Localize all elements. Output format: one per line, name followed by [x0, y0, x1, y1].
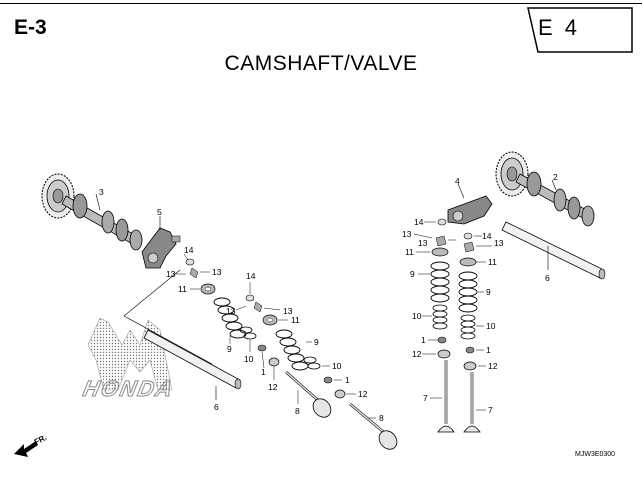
right-valve-train-a: [430, 218, 455, 433]
left-valve-spring-a: [213, 297, 247, 339]
callout-8-left-a: 8: [295, 406, 300, 416]
callout-13-left-c: 13: [283, 306, 293, 316]
callout-14-left-a: 14: [184, 245, 194, 255]
left-valve-a: [285, 371, 332, 418]
callout-14-right-a: 14: [414, 217, 424, 227]
honda-watermark: HONDA: [80, 317, 177, 401]
callout-10-left-a: 10: [244, 354, 254, 364]
callout-13-right-c: 13: [494, 238, 504, 248]
callout-1-left-a: 1: [261, 367, 266, 377]
callout-10-left-b: 10: [332, 361, 342, 371]
callout-9-left-a: 9: [227, 344, 232, 354]
page-label: E 4: [538, 15, 581, 40]
callout-12-right-b: 12: [488, 361, 498, 371]
right-valve-train-b: [458, 232, 481, 433]
callout-9-left-b: 9: [314, 337, 319, 347]
callout-11-left-b: 11: [291, 315, 300, 325]
page-tab: [527, 7, 633, 53]
callout-13-left-a: 13: [212, 267, 222, 277]
page-title: CAMSHAFT/VALVE: [224, 52, 418, 75]
left-valve-spring-b: [275, 329, 309, 371]
left-valve-train-b: [245, 294, 398, 450]
callout-2: 2: [553, 172, 558, 182]
left-cam-sprocket: [41, 173, 75, 219]
callout-13-right-b: 13: [418, 238, 428, 248]
callout-8-left-b: 8: [379, 413, 384, 423]
right-valve-a: [437, 360, 455, 433]
callout-13-left-b: 13: [166, 269, 176, 279]
callout-12-right-a: 12: [412, 349, 422, 359]
callout-13-left-d: 13: [226, 306, 236, 316]
honda-watermark-text: HONDA: [81, 376, 177, 401]
callout-1-right-b: 1: [486, 345, 491, 355]
left-valve-b: [349, 403, 398, 450]
callout-7-right-a: 7: [423, 393, 428, 403]
right-cam-sprocket: [495, 151, 529, 197]
left-rocker-arm: [141, 227, 181, 269]
right-valve-spring-a: [430, 261, 450, 303]
callout-7-right-b: 7: [488, 405, 493, 415]
right-camshaft: [495, 151, 595, 227]
left-camshaft: [41, 173, 143, 251]
callout-1-left-b: 1: [345, 375, 350, 385]
callout-1-right-a: 1: [421, 335, 426, 345]
callout-10-right-b: 10: [486, 321, 496, 331]
left-rocker-shaft: [143, 329, 242, 390]
callout-5: 5: [157, 207, 162, 217]
callout-10-right-a: 10: [412, 311, 422, 321]
right-valve-spring-b: [458, 271, 478, 313]
right-rocker-shaft: [501, 221, 606, 280]
top-rule: [0, 3, 642, 4]
callout-12-left-b: 12: [358, 389, 368, 399]
right-rocker-arm: [447, 195, 493, 225]
section-code: E-3: [14, 16, 47, 39]
callout-14-right-b: 14: [482, 231, 492, 241]
right-valve-b: [463, 372, 481, 433]
callout-6-right: 6: [545, 273, 550, 283]
callout-9-right-a: 9: [410, 269, 415, 279]
callout-3: 3: [99, 187, 104, 197]
left-valve-train-a: [185, 258, 332, 418]
callout-4: 4: [455, 176, 460, 186]
callout-11-left-a: 11: [178, 284, 187, 294]
callout-13-right-a: 13: [402, 229, 412, 239]
callout-11-right-b: 11: [488, 257, 497, 267]
callout-11-right-a: 11: [405, 247, 414, 257]
callout-14-left-b: 14: [246, 271, 256, 281]
callout-6-left: 6: [214, 402, 219, 412]
image-code: MJW3E0300: [575, 451, 616, 458]
front-direction-arrow: FR.: [14, 433, 48, 457]
callout-9-right-b: 9: [486, 287, 491, 297]
callout-12-left-a: 12: [268, 382, 278, 392]
front-direction-label: FR.: [33, 433, 49, 447]
